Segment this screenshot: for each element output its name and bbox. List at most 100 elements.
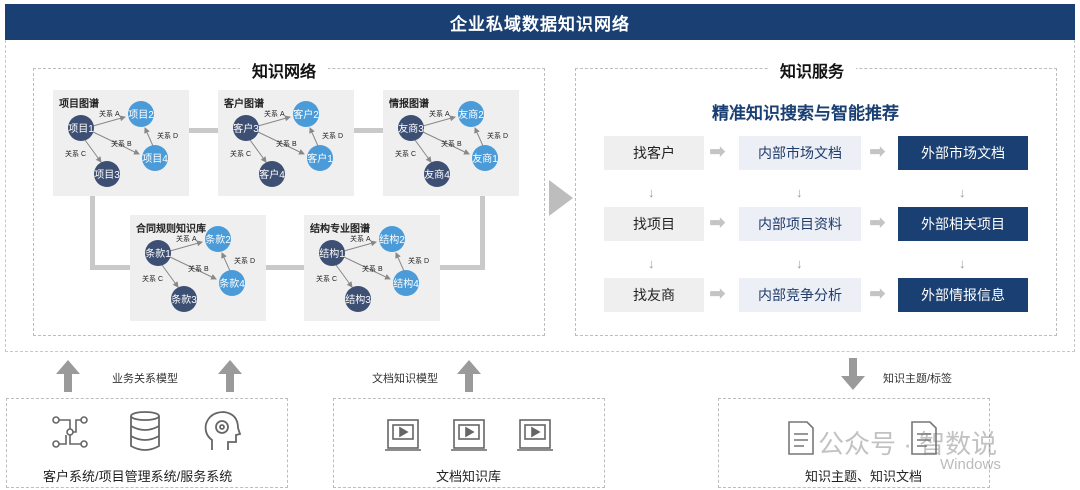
graph-card-project[interactable]: 项目图谱 项目1 项目2 项目3 项目4 关系 A 关系 B 关系 C 关系 D — [53, 90, 189, 196]
connector-bar — [90, 196, 95, 268]
doc-library-panel — [333, 398, 605, 488]
tags-panel — [718, 398, 990, 488]
internal-doc-box[interactable]: 内部项目资料 — [739, 207, 861, 241]
document-video-icon — [385, 419, 421, 451]
arrow-down-icon: ↓ — [796, 185, 803, 200]
document-icon — [788, 421, 814, 455]
node-label: 结构4 — [393, 277, 419, 290]
relation-label: 关系 C — [230, 149, 251, 158]
graph-svg: 条款1 条款2 条款3 条款4 关系 A 关系 B 关系 C 关系 D — [142, 226, 255, 312]
node-label: 结构3 — [345, 293, 371, 306]
arrow-right-icon: ➡ — [869, 212, 886, 234]
card-title: 项目图谱 — [59, 99, 99, 110]
graph-card-intel[interactable]: 情报图谱 友商3 友商2 友商4 友商1 关系 A 关系 B 关系 C 关系 D — [383, 90, 519, 196]
arrow-right-icon: ➡ — [869, 141, 886, 163]
node-label: 项目4 — [142, 153, 168, 165]
node-label: 条款2 — [205, 233, 231, 246]
node-label: 友商2 — [458, 108, 484, 121]
node-label: 友商1 — [472, 152, 498, 165]
relation-label: 关系 B — [441, 139, 462, 148]
connector-bar — [189, 128, 219, 133]
relation-label: 关系 A — [429, 109, 450, 118]
find-project-button[interactable]: 找项目 — [604, 207, 704, 241]
connector-bar — [480, 196, 485, 268]
ai-head-icon — [204, 411, 242, 450]
node-label: 结构2 — [379, 233, 405, 246]
document-video-icon — [517, 419, 553, 451]
node-label: 条款1 — [145, 247, 171, 260]
business-model-caption: 业务关系模型 — [112, 373, 178, 385]
external-doc-box[interactable]: 外部情报信息 — [898, 278, 1028, 312]
relation-label: 关系 B — [276, 139, 297, 148]
internal-doc-box[interactable]: 内部竞争分析 — [739, 278, 861, 312]
relation-label: 关系 B — [188, 264, 209, 273]
relation-label: 关系 A — [264, 109, 285, 118]
document-video-icon — [451, 419, 487, 451]
card-title: 结构专业图谱 — [310, 224, 370, 235]
graph-svg: 客户3 客户2 客户4 客户1 关系 A 关系 B 关系 C 关系 D — [230, 101, 343, 187]
arrow-down-icon: ↓ — [959, 256, 966, 271]
node-label: 客户4 — [259, 168, 285, 181]
graph-card-structure[interactable]: 结构专业图谱 结构1 结构2 结构3 结构4 关系 A 关系 B 关系 C 关系… — [304, 215, 440, 321]
systems-panel — [6, 398, 288, 488]
find-customer-button[interactable]: 找客户 — [604, 136, 704, 170]
tags-model-caption: 知识主题/标签 — [883, 373, 953, 385]
graph-node — [68, 115, 94, 141]
arrow-up-icon — [218, 360, 242, 392]
node-label: 友商3 — [398, 122, 424, 135]
doc-model-caption: 文档知识模型 — [372, 373, 438, 385]
arrow-down-icon: ↓ — [796, 256, 803, 271]
database-icon — [130, 411, 160, 451]
card-title: 客户图谱 — [224, 99, 264, 110]
main-frame — [5, 40, 1075, 352]
relation-label: 关系 D — [487, 131, 508, 140]
graph-node — [94, 161, 120, 187]
graph-card-customer[interactable]: 客户图谱 客户3 客户2 客户4 客户1 关系 A 关系 B 关系 C 关系 D — [218, 90, 354, 196]
document-icon — [911, 421, 937, 455]
node-label: 客户3 — [233, 122, 259, 135]
relation-label: 关系 C — [395, 149, 416, 158]
relation-label: 关系 C — [316, 274, 337, 283]
node-label: 条款3 — [171, 293, 197, 306]
service-subtitle: 精准知识搜索与智能推荐 — [712, 104, 899, 123]
node-label: 客户2 — [293, 108, 319, 121]
arrow-right-icon: ➡ — [869, 283, 886, 305]
relation-label: 关系 A — [350, 234, 371, 243]
node-label: 条款4 — [219, 277, 245, 290]
graph-node — [142, 145, 168, 171]
arrow-down-icon — [841, 358, 865, 390]
connector-bar — [265, 265, 305, 270]
external-doc-box[interactable]: 外部相关项目 — [898, 207, 1028, 241]
node-label: 客户1 — [307, 152, 333, 165]
arrow-down-icon: ↓ — [959, 185, 966, 200]
knowledge-service-title: 知识服务 — [768, 58, 857, 82]
arrow-up-icon — [457, 360, 481, 392]
relation-label: 关系 D — [234, 256, 255, 265]
relation-label: 关系 B — [111, 139, 132, 148]
arrow-up-icon — [56, 360, 80, 392]
connector-bar — [440, 265, 485, 270]
connector-bar — [90, 265, 130, 270]
relation-label: 关系 D — [157, 131, 178, 140]
relation-label: 关系 A — [99, 109, 120, 118]
knowledge-network-title: 知识网络 — [240, 58, 329, 82]
internal-doc-box[interactable]: 内部市场文档 — [739, 136, 861, 170]
arrow-down-icon: ↓ — [648, 256, 655, 271]
node-label: 友商4 — [424, 168, 450, 181]
external-doc-box[interactable]: 外部市场文档 — [898, 136, 1028, 170]
relation-label: 关系 A — [176, 234, 197, 243]
graph-svg: 项目1 项目2 项目3 项目4 关系 A 关系 B 关系 C 关系 D — [65, 101, 178, 187]
relation-label: 关系 C — [142, 274, 163, 283]
graph-svg: 结构1 结构2 结构3 结构4 关系 A 关系 B 关系 C 关系 D — [316, 226, 429, 312]
windows-overlay: Windows — [940, 456, 1001, 473]
node-label: 结构1 — [319, 247, 345, 260]
find-competitor-button[interactable]: 找友商 — [604, 278, 704, 312]
graph-card-contract[interactable]: 合同规则知识库 条款1 条款2 条款3 条款4 关系 A 关系 B 关系 C 关… — [130, 215, 266, 321]
connector-bar — [353, 128, 383, 133]
node-label: 项目3 — [94, 169, 120, 181]
watermark: 公众号 · 智数说 — [818, 429, 998, 459]
node-label: 项目1 — [68, 123, 94, 135]
flow-arrow-icon — [549, 180, 573, 216]
relation-label: 关系 D — [408, 256, 429, 265]
relation-label: 关系 B — [362, 264, 383, 273]
